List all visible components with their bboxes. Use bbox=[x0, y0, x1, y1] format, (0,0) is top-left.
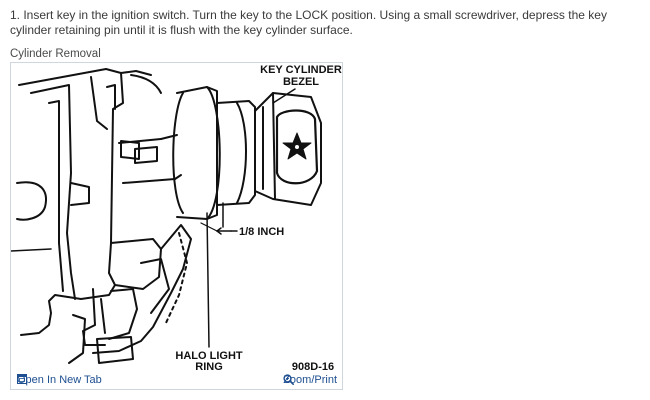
figure-caption: Cylinder Removal bbox=[10, 48, 101, 60]
label-halo-light: HALO LIGHT bbox=[175, 350, 242, 362]
cylinder-removal-illustration: KEY CYLINDER BEZEL 1/8 INCH HALO LIGHT R… bbox=[11, 64, 342, 371]
label-inch: 1/8 INCH bbox=[239, 226, 284, 238]
label-key-cylinder: KEY CYLINDER bbox=[260, 64, 342, 76]
instruction-step-1: 1. Insert key in the ignition switch. Tu… bbox=[10, 8, 607, 37]
open-in-new-tab-link[interactable]: Open In New Tab bbox=[17, 374, 102, 386]
figure-panel: KEY CYLINDER BEZEL 1/8 INCH HALO LIGHT R… bbox=[10, 62, 343, 390]
magnifier-icon bbox=[283, 374, 295, 385]
zoom-print-link[interactable]: Zoom/Print bbox=[283, 374, 337, 386]
label-bezel: BEZEL bbox=[283, 76, 319, 88]
label-figure-code: 908D-16 bbox=[292, 361, 334, 371]
zoom-print-label: Zoom/Print bbox=[283, 374, 337, 386]
label-ring: RING bbox=[195, 361, 223, 371]
open-in-new-tab-icon bbox=[17, 374, 27, 384]
open-in-new-tab-label: Open In New Tab bbox=[17, 374, 102, 386]
figure-footer: Open In New Tab Zoom/Print bbox=[11, 371, 342, 389]
